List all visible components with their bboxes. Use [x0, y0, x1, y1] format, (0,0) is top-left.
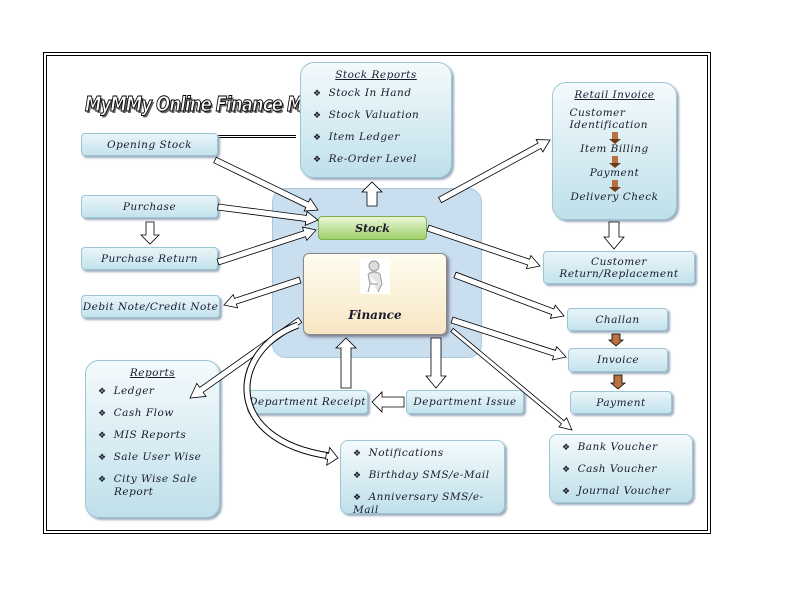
curved-arrow-icon	[244, 322, 331, 459]
stock-node: Stock	[318, 216, 427, 240]
retail-step: Customer Identification	[569, 107, 648, 131]
notifications-panel: Notifications Birthday SMS/e-Mail Annive…	[340, 440, 505, 516]
report-item: Sale User Wise	[98, 451, 219, 464]
vouchers-panel: Bank Voucher Cash Voucher Journal Vouche…	[549, 434, 693, 503]
report-item: Cash Flow	[98, 407, 219, 420]
arrow-icon	[325, 446, 339, 467]
arrow-icon	[223, 276, 302, 309]
stock-report-item: Item Ledger	[313, 131, 451, 144]
retail-invoice-panel: Retail Invoice Customer Identification I…	[552, 82, 677, 220]
stock-reports-title: Stock Reports	[335, 69, 417, 81]
arrow-icon	[453, 271, 565, 319]
arrow-icon	[217, 203, 319, 227]
report-item: City Wise Sale Report	[98, 473, 219, 498]
purchase-return-box: Purchase Return	[81, 247, 218, 270]
arrow-icon	[213, 156, 319, 212]
arrow-icon	[140, 221, 160, 245]
page-frame	[43, 52, 711, 534]
person-thinking-icon	[360, 258, 390, 294]
notification-item: Anniversary SMS/e-Mail	[353, 491, 504, 516]
debit-credit-note-box: Debit Note/Credit Note	[81, 295, 220, 318]
purchase-box: Purchase	[81, 195, 218, 218]
opening-stock-box: Opening Stock	[81, 133, 218, 156]
arrow-icon	[425, 337, 447, 389]
arrow-icon	[450, 327, 573, 431]
arrow-icon	[426, 224, 541, 270]
retail-step: Item Billing	[580, 143, 649, 155]
arrow-icon	[603, 221, 625, 250]
notification-item: Birthday SMS/e-Mail	[353, 469, 504, 482]
voucher-item: Bank Voucher	[562, 441, 692, 454]
report-item: Ledger	[98, 385, 219, 398]
arrow-icon	[607, 333, 625, 347]
arrow-icon	[361, 181, 383, 207]
retail-invoice-title: Retail Invoice	[574, 89, 655, 101]
invoice-box: Invoice	[568, 348, 668, 372]
notification-item: Notifications	[353, 447, 504, 460]
payment-box: Payment	[570, 391, 672, 414]
voucher-item: Cash Voucher	[562, 463, 692, 476]
down-arrow-icon	[608, 132, 621, 144]
voucher-item: Journal Voucher	[562, 485, 692, 498]
department-receipt-box: Department Receipt	[247, 390, 368, 414]
arrow-icon	[450, 316, 567, 361]
arrow-icon	[216, 226, 317, 266]
finance-label: Finance	[348, 308, 402, 322]
stock-report-item: Re-Order Level	[313, 153, 451, 166]
down-arrow-icon	[608, 180, 621, 192]
arrow-icon	[609, 374, 627, 390]
customer-return-box: Customer Return/Replacement	[543, 251, 695, 284]
arrow-icon	[371, 391, 405, 413]
department-issue-box: Department Issue	[406, 390, 524, 414]
title-underline	[218, 135, 296, 138]
retail-step: Payment	[589, 167, 640, 179]
stock-reports-panel: Stock Reports Stock In Hand Stock Valuat…	[300, 62, 452, 178]
stock-report-item: Stock Valuation	[313, 109, 451, 122]
finance-node: Finance	[303, 253, 447, 335]
stock-report-item: Stock In Hand	[313, 87, 451, 100]
down-arrow-icon	[608, 156, 621, 168]
retail-step: Delivery Check	[570, 191, 659, 203]
arrow-icon	[438, 139, 551, 204]
challan-box: Challan	[567, 308, 668, 331]
report-item: MIS Reports	[98, 429, 219, 442]
reports-title: Reports	[129, 367, 176, 379]
reports-panel: Reports Ledger Cash Flow MIS Reports Sal…	[85, 360, 220, 518]
arrow-icon	[335, 337, 357, 389]
